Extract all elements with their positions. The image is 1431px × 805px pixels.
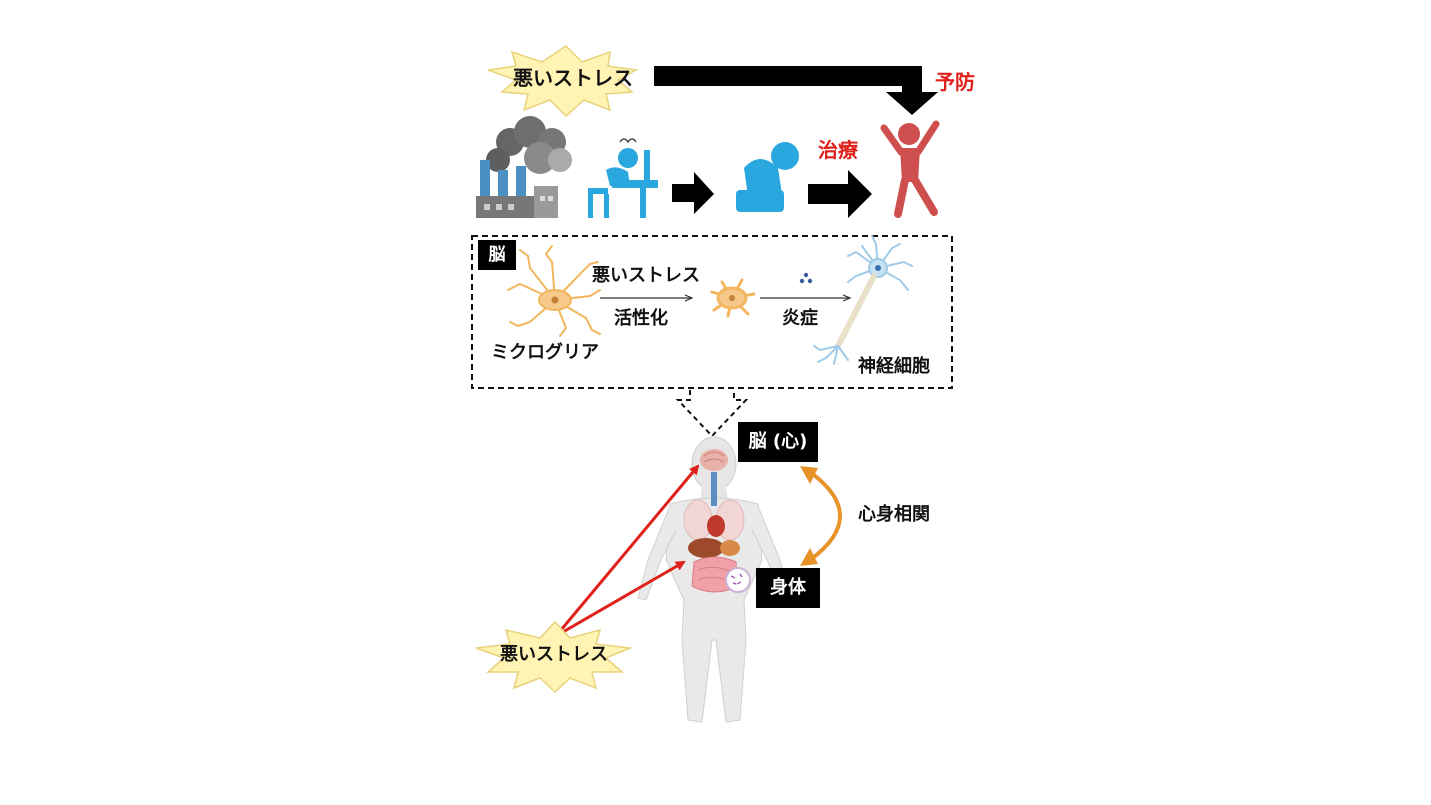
cytokine-dots <box>799 272 813 284</box>
mind-body-arrowhead-top <box>800 466 818 484</box>
activated-microglia-icon <box>710 278 756 318</box>
stress-to-body-arrow <box>555 560 686 638</box>
mind-body-arrowhead-bottom <box>800 548 818 566</box>
neuron-icon <box>813 235 913 365</box>
microglia-icon <box>507 245 601 337</box>
brain-mind-label: 脳 (心) <box>738 422 818 462</box>
activation-label: 活性化 <box>614 308 668 329</box>
neuron-label: 神経細胞 <box>858 356 930 377</box>
stress-label-top: 悪いストレス <box>513 66 633 90</box>
prevention-label: 予防 <box>935 70 975 94</box>
arrow-1 <box>672 172 714 214</box>
factory-icon <box>476 116 572 218</box>
mind-body-correlation-label: 心身相関 <box>858 504 930 525</box>
stressed-worker-icon <box>588 138 658 218</box>
mind-body-arrow <box>808 470 842 562</box>
microglia-label: ミクログリア <box>491 342 599 363</box>
treatment-label: 治療 <box>818 138 858 162</box>
prevention-arrow <box>654 66 938 115</box>
brain-to-body-arrow <box>675 390 749 438</box>
brain-stress-label: 悪いストレス <box>592 265 700 286</box>
stress-burst-top <box>487 45 639 118</box>
brain-tag: 脳 <box>478 240 516 270</box>
body-label: 身体 <box>756 568 820 608</box>
inflammation-label: 炎症 <box>782 308 818 329</box>
arrow-2 <box>808 170 872 218</box>
stress-burst-bottom <box>475 620 633 694</box>
stress-label-bottom: 悪いストレス <box>500 644 608 665</box>
energetic-person-icon <box>880 120 940 218</box>
brain-box <box>471 235 953 389</box>
stress-to-brain-arrow <box>554 464 700 637</box>
depressed-person-icon <box>736 142 799 212</box>
